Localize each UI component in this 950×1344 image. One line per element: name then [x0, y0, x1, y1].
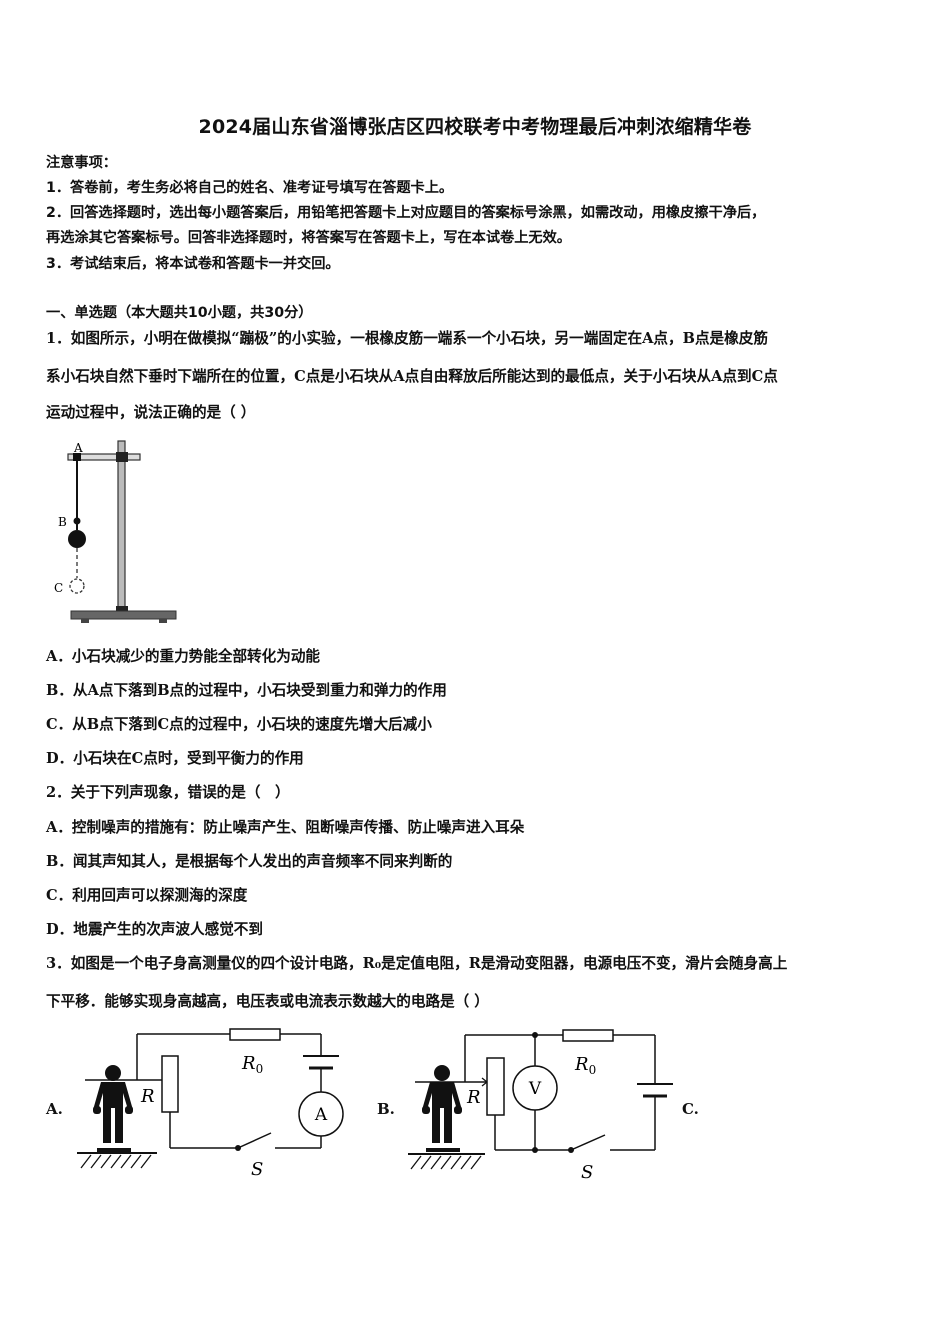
notice-item: 再选涂其它答案标号。回答非选择题时，将答案写在答题卡上，写在本试卷上无效。 [46, 230, 571, 246]
point-b-label: B [58, 515, 67, 529]
question-2-line: 2．关于下列声现象，错误的是（ ） [46, 784, 290, 801]
option-b: B．从A点下落到B点的过程中，小石块受到重力和弹力的作用 [46, 682, 447, 699]
resistor-label: R [574, 1054, 589, 1075]
notice-heading: 注意事项： [46, 155, 117, 171]
section-heading: 一、单选题（本大题共10小题，共30分） [46, 305, 313, 321]
page-title: 2024届山东省淄博张店区四校联考中考物理最后冲刺浓缩精华卷 [198, 116, 752, 138]
point-a-label: A [73, 441, 83, 455]
svg-text:R0: R0 [241, 1053, 263, 1076]
rheostat-label: R [466, 1087, 481, 1108]
option-a: A．小石块减少的重力势能全部转化为动能 [46, 648, 321, 665]
option-c: C．从B点下落到C点的过程中，小石块的速度先增大后减小 [46, 716, 432, 733]
option-a: A．控制噪声的措施有：防止噪声产生、阻断噪声传播、防止噪声进入耳朵 [46, 819, 525, 836]
person-icon [93, 1065, 133, 1152]
voltmeter-label: V [528, 1079, 542, 1099]
resistor-label: R [241, 1053, 256, 1074]
option-c: C．利用回声可以探测海的深度 [46, 887, 248, 904]
point-c-label: C [54, 581, 63, 595]
person-icon [422, 1065, 462, 1152]
notice-item: 3．考试结束后，将本试卷和答题卡一并交回。 [46, 256, 340, 272]
question-1-line: 1．如图所示，小明在做模拟“蹦极”的小实验，一根橡皮筋一端系一个小石块，另一端固… [46, 330, 768, 347]
bungee-stand-figure: A B C [54, 440, 177, 623]
ammeter-label: A [314, 1105, 328, 1125]
notice-item: 1．答卷前，考生务必将自己的姓名、准考证号填写在答题卡上。 [46, 180, 454, 196]
switch-label: S [581, 1162, 593, 1183]
option-b: B．闻其声知其人，是根据每个人发出的声音频率不同来判断的 [46, 853, 453, 870]
circuit-a-diagram: A R R0 S [77, 1028, 344, 1180]
circuit-c-label: C. [682, 1100, 699, 1118]
question-1-line: 系小石块自然下垂时下端所在的位置，C点是小石块从A点自由释放后所能达到的最低点，… [46, 368, 778, 385]
notice-item: 2．回答选择题时，选出每小题答案后，用铅笔把答题卡上对应题目的答案标号涂黑，如需… [46, 205, 766, 221]
resistor-subscript: 0 [589, 1063, 597, 1077]
circuit-a-label: A. [46, 1100, 63, 1118]
svg-text:R0: R0 [574, 1054, 596, 1077]
switch-label: S [251, 1159, 263, 1180]
question-3-line: 下平移．能够实现身高越高，电压表或电流表示数越大的电路是（ ） [46, 993, 489, 1010]
question-3-line: 3．如图是一个电子身高测量仪的四个设计电路，R₀是定值电阻，R是滑动变阻器，电源… [46, 955, 788, 972]
circuit-b-label: B. [377, 1100, 395, 1118]
question-1-line: 运动过程中，说法正确的是（ ） [46, 404, 256, 421]
option-d: D．小石块在C点时，受到平衡力的作用 [46, 750, 304, 767]
option-d: D．地震产生的次声波人感觉不到 [46, 921, 263, 938]
resistor-subscript: 0 [256, 1062, 264, 1076]
rheostat-label: R [140, 1086, 155, 1107]
circuit-b-diagram: V R R0 S [408, 1029, 673, 1183]
